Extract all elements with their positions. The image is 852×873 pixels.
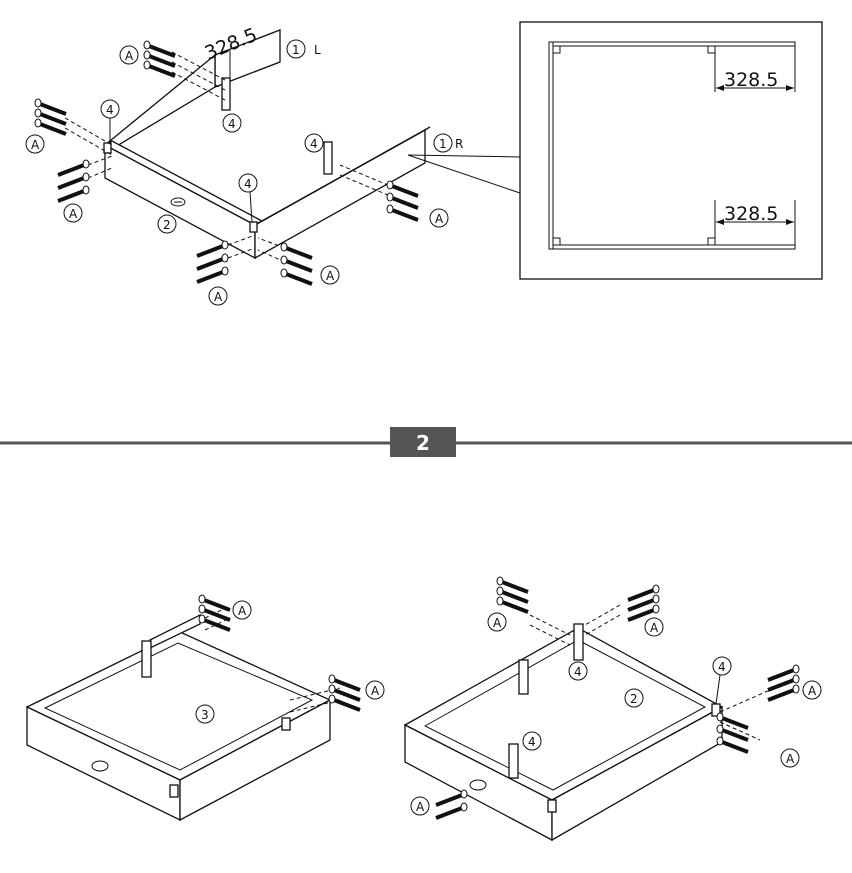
label-back: 3 [201,708,209,722]
label-side-left: 1 [292,43,300,57]
label-post: 4 [574,665,582,679]
label-post: 4 [718,660,726,674]
label-post: 4 [528,735,536,749]
front-panel [103,140,264,260]
dimension-detail-top: 328.5 [724,69,778,91]
side-panel-left [104,29,281,151]
label-screw: A [650,621,659,635]
label-screw: A [435,212,444,226]
step-divider: 2 [0,427,852,457]
bottom-left-assembly: 3 A A [25,593,385,822]
label-screw: A [69,207,78,221]
label-screw: A [786,752,795,766]
screw-guides [64,51,396,263]
label-screw: A [238,604,247,618]
label-screw: A [214,290,223,304]
corner-posts [103,77,333,233]
step-number: 2 [416,431,430,455]
top-exploded-view: 328.5 1 L 1 R 2 4 4 4 4 A A A [25,24,521,306]
label-screw: A [416,800,425,814]
bottom-right-assembly: 4 4 4 2 A A A A A [403,575,822,842]
dimension-detail-bottom: 328.5 [724,203,778,225]
label-side-left-suffix: L [314,43,321,57]
label-screw: A [808,684,817,698]
label-side-right: 1 [439,137,447,151]
label-post: 4 [106,103,114,117]
label-front: 2 [630,692,638,706]
label-screw: A [493,616,502,630]
label-screw: A [31,138,40,152]
label-screw: A [371,684,380,698]
label-post: 4 [228,117,236,131]
label-screw: A [326,269,335,283]
detail-box: 328.5 328.5 [519,21,823,280]
label-screw: A [125,49,134,63]
label-post: 4 [310,137,318,151]
label-front: 2 [163,218,171,232]
label-side-right-suffix: R [455,137,463,151]
label-post: 4 [244,177,252,191]
